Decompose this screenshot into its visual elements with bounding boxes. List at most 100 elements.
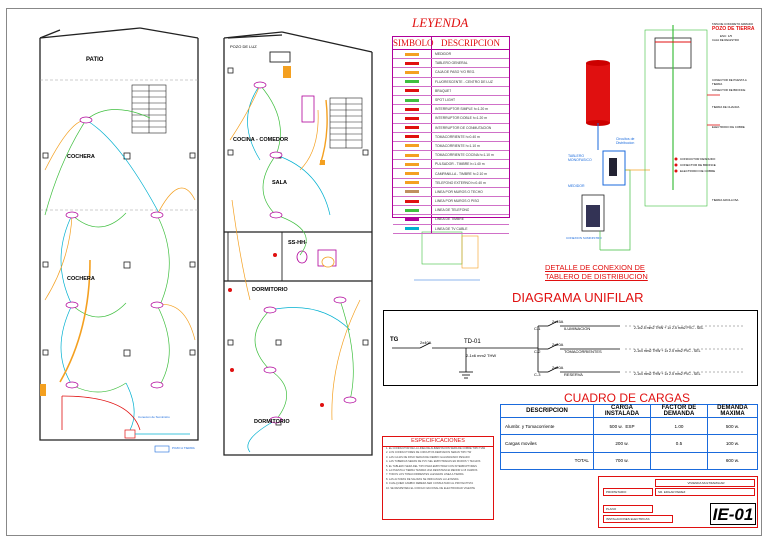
pozo-label: TAPA DE CONCRETO ARMADO: [712, 22, 754, 26]
right-stair: [329, 97, 363, 149]
table-row: Cargas moviles 200 w. 0.5 100 w.: [500, 434, 758, 453]
ground-pit-detail: [644, 25, 720, 207]
carga-extra: ESP: [625, 423, 635, 429]
right-light-circuits: [247, 84, 354, 453]
circuit-spec: 2-1x2.5 mm2 THW + 1x 2.5 mm2 PVC - SEL: [634, 326, 704, 330]
circuit-id: C-2: [534, 349, 541, 354]
kitchen-fixtures: [283, 66, 325, 165]
legend-description: TABLERO GENERAL: [435, 61, 468, 66]
legend-symbol-icon: [405, 135, 419, 139]
legend-symbol: [393, 151, 432, 160]
total-label: TOTAL: [500, 451, 594, 471]
right-switches: [228, 253, 324, 407]
circuit-spec: 2-1x4 mm2 THW + 1x 2.5 mm2 PVC - SEL: [634, 349, 701, 353]
legend-symbol: [393, 86, 432, 95]
legend-symbol-icon: [405, 89, 419, 93]
legend-symbol: [393, 197, 432, 206]
right-plan-walls: [223, 31, 373, 456]
legend-description: LINEA POR MUROS O PISO: [435, 199, 480, 204]
circuit-name: ILUMINACION: [564, 326, 591, 331]
legend-symbol-icon: [405, 98, 419, 102]
legend-description: INTERRUPTOR DOBLE h=1.20 m: [435, 116, 488, 121]
legend-symbol-icon: [405, 144, 419, 148]
pozo-label: CONECTOR DE PUESTA A TIERRA: [712, 78, 747, 86]
label-cochera-1: COCHERA: [67, 154, 95, 160]
legend-row: LINEA POR MUROS O TECHO: [393, 187, 509, 197]
legend-row: TOMACORRIENTE h=1.10 m: [393, 141, 509, 152]
legend-row: INTERRUPTOR DOBLE h=1.20 m: [393, 114, 509, 124]
legend-description: TELEFONO EXTERNO h=0.40 m: [435, 180, 486, 185]
legend-description: CAMPANILLA - TIMBRE h=2.10 m: [435, 171, 487, 176]
unifilar-tg: TG: [390, 337, 399, 343]
legend-symbol-icon: [405, 126, 419, 130]
circuit-breaker: 2x15A: [552, 319, 564, 324]
left-light-circuits: [44, 109, 170, 431]
legend-row: CAMPANILLA - TIMBRE h=2.10 m: [393, 169, 509, 179]
detail-pozo-sub: ESC: 1/5: [720, 34, 733, 38]
specifications-lines: 1. EL CONDUCTOR DE LA LINEA DE ALIMENTAC…: [383, 447, 493, 491]
label-pozo-tierra-plan: POZO A TIERRA: [172, 446, 195, 450]
legend-symbol: [393, 160, 432, 169]
legend-header: SIMBOLO DESCRIPCION: [393, 37, 509, 50]
legend-symbol: [393, 95, 432, 105]
specification-line: 6. LA PUESTA A TIERRA TENDRA UNA RESISTE…: [386, 469, 478, 473]
loads-col-description: DESCRIPCION: [500, 404, 594, 418]
label-dormitorio-1: DORMITORIO: [252, 287, 288, 293]
legend-row: TELEFONO EXTERNO h=0.40 m: [393, 178, 509, 188]
label-suministro: Conexion de Suministro: [138, 415, 170, 419]
specification-line: 2. LOS CONDUCTORES DE CIRCUITOS DERIVADO…: [386, 451, 472, 455]
left-columns: [42, 152, 196, 357]
legend-description: TOMACORRIENTE COCINA h=1.10 m: [435, 153, 494, 158]
right-inner-walls: [227, 51, 291, 281]
legend-symbol: [393, 50, 432, 59]
pozo-label: ELECTRODO DE COBRE: [712, 125, 745, 129]
detail-note: ELECTRODO DE COBRE: [680, 169, 716, 173]
label-dormitorio-2: DORMITORIO: [254, 419, 290, 425]
sheet-frame: [6, 8, 762, 536]
detail-medidor: MEDIDOR: [568, 184, 585, 188]
row-factor: 0.5: [650, 434, 708, 453]
unifilar-dash: [625, 325, 745, 373]
legend-row: INTERRUPTOR DE CONMUTACION: [393, 123, 509, 133]
legend-row: PULSADOR - TIMBRE h=1.40 m: [393, 160, 509, 170]
carga-value: 500 w.: [609, 423, 623, 429]
specification-line: 7. TODOS LOS TOMACORRIENTES LLEVARAN LIN…: [386, 473, 464, 477]
title-owner-label: PROPIETARIO: [603, 488, 653, 496]
left-lights: [65, 116, 164, 389]
unifilar-td: TD-01: [464, 339, 481, 345]
legend-description: TOMACORRIENTE h=0.40 m: [435, 134, 480, 139]
legend-row: TABLERO GENERAL: [393, 59, 509, 69]
detail-title-2: TABLERO DE DISTRIBUCION: [545, 272, 648, 281]
table-row-total: TOTAL 700 w. 600 w.: [500, 451, 758, 471]
legend-symbol: [393, 215, 432, 224]
legend-symbol: [393, 178, 432, 187]
label-pozo-luz: POZO DE LUZ: [230, 44, 257, 49]
legend-description: CAJA DE PASO Y/O REG.: [435, 70, 476, 75]
legend-row: TOMACORRIENTE h=0.40 m: [393, 132, 509, 142]
legend-description: LINEA DE TIMBRE: [435, 217, 464, 222]
row-carga: 500 w. ESP: [593, 416, 651, 436]
legend-row: TOMACORRIENTE COCINA h=1.10 m: [393, 151, 509, 161]
right-outlet-circuits: [229, 84, 361, 421]
circuit-id: C-3: [534, 372, 541, 377]
pozo-label: CAJA DE REGISTRO: [712, 38, 740, 42]
label-patio: PATIO: [86, 57, 104, 63]
legend-symbol: [393, 68, 432, 77]
circuit-breaker: 2x20A: [552, 342, 564, 347]
loads-header-row: DESCRIPCION CARGA INSTALADA FACTOR DE DE…: [500, 404, 758, 418]
circuit-name: RESERVA: [564, 372, 583, 377]
legend-symbol-icon: [405, 80, 419, 84]
title-block: VIVIENDA MULTIFAMILIAR PROPIETARIO SR. E…: [598, 476, 758, 528]
legend-row: INTERRUPTOR SIMPLE h=1.20 m: [393, 105, 509, 115]
legend-symbol: [393, 206, 432, 215]
pozo-label: CONECTOR DE BRONCE: [712, 88, 746, 92]
title-project: VIVIENDA MULTIFAMILIAR: [655, 479, 755, 487]
loads-col-carga: CARGA INSTALADA: [593, 404, 651, 418]
total-carga: 700 w.: [593, 451, 651, 471]
specification-line: 10. SE RESPETARA EL CODIGO NACIONAL DE E…: [386, 486, 475, 490]
legend-description: INTERRUPTOR DE CONMUTACION: [435, 125, 492, 130]
legend-symbol: [393, 123, 432, 132]
legend-description: TOMACORRIENTE h=1.10 m: [435, 143, 480, 148]
